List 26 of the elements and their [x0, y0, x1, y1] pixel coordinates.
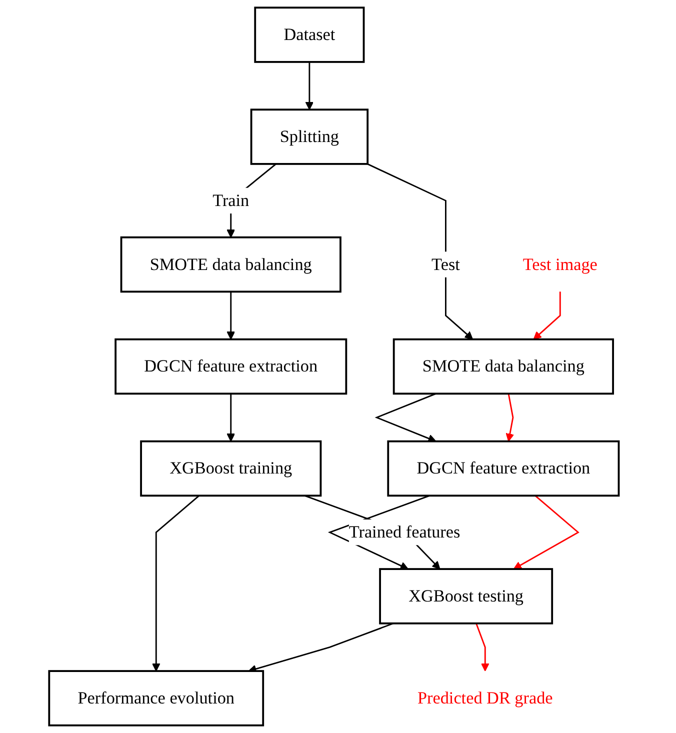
arrow: [514, 495, 580, 570]
node-box: SMOTE data balancing: [393, 338, 614, 395]
arrow: [534, 292, 562, 340]
node-text: Test image: [523, 254, 598, 274]
node-box: XGBoost training: [140, 440, 322, 497]
arrow: [248, 622, 394, 673]
node-box: Performance evolution: [48, 670, 264, 726]
edge-label: Trained features: [349, 522, 461, 542]
arrow: [328, 494, 430, 570]
arrow: [306, 62, 314, 110]
arrow: [227, 292, 236, 340]
edge-label: Train: [212, 190, 250, 210]
node-box: XGBoost testing: [379, 568, 554, 624]
arrow: [152, 495, 200, 672]
node-text: Predicted DR grade: [418, 688, 554, 708]
node-box: Splitting: [250, 108, 369, 165]
arrow: [368, 163, 474, 340]
arrow: [227, 394, 236, 442]
node-box: SMOTE data balancing: [120, 236, 342, 293]
node-box: DGCN feature extraction: [388, 440, 620, 497]
node-box: Dataset: [254, 6, 366, 63]
arrow: [476, 623, 490, 672]
arrow: [375, 393, 437, 442]
edge-label: Test: [432, 254, 460, 274]
arrow: [506, 394, 514, 442]
node-box: DGCN feature extraction: [115, 338, 348, 395]
